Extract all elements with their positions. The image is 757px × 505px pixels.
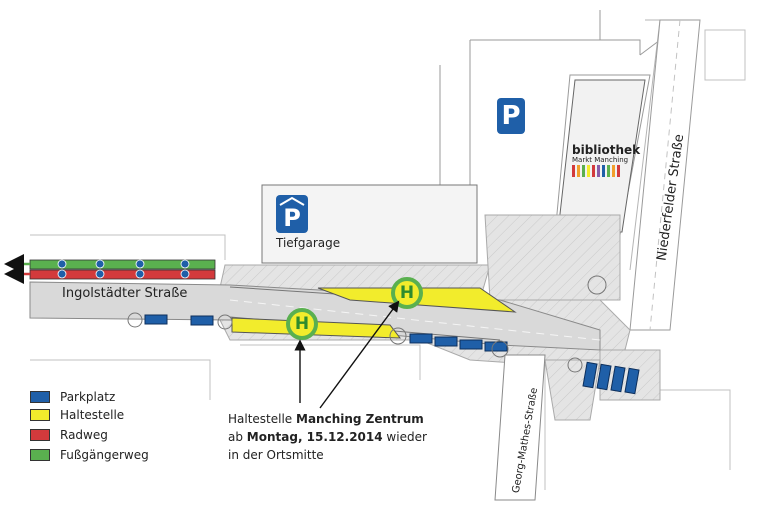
lane-symbols [57,259,190,279]
parking-sign-tiefgarage [276,195,308,233]
legend-swatch-radweg [30,429,50,441]
niederfelder-street [629,19,701,331]
georg-mathes-street [494,354,546,501]
annotation-prefix: Haltestelle [228,412,297,426]
bus-stop-h-icon-south: H [294,314,310,334]
ingolstaedter-street-label: Ingolstädter Straße [62,286,188,301]
annotation-line2-prefix: ab [228,430,247,444]
bibliothek-title: bibliothek [572,143,641,157]
bibliothek-logo-stripes [572,165,620,177]
annotation-line2-suffix: wieder [382,430,427,444]
legend-swatch-parkplatz [30,391,50,403]
annotation-date: Montag, 15.12.2014 [246,430,383,444]
legend-label-radweg: Radweg [60,428,108,442]
parking-sign-large [497,98,525,134]
tiefgarage-parking-icon: P [283,204,301,232]
annotation-text: Haltestelle Manching Zentrum ab Montag, … [228,410,427,464]
bus-stop-h-icon-north: H [399,283,415,303]
parking-icon: P [501,101,521,131]
legend-label-haltestelle: Haltestelle [60,408,125,422]
tiefgarage-label: Tiefgarage [276,236,341,250]
legend-item-radweg: Radweg [30,426,108,444]
annotation-stop-name: Manching Zentrum [296,412,424,426]
legend-item-haltestelle: Haltestelle [30,406,124,424]
parking-spaces [144,314,640,395]
annotation-line-1: Haltestelle Manching Zentrum [228,410,427,428]
bibliothek-building [557,79,646,233]
legend-label-parkplatz: Parkplatz [60,390,116,404]
legend-item-parkplatz: Parkplatz [30,388,115,406]
legend-label-fussgaengerweg: Fußgängerweg [60,448,149,462]
legend-swatch-haltestelle [30,409,50,421]
bus-stop-sign-north [391,277,423,309]
tiefgarage-roof-icon [279,196,305,206]
bus-stop-sign-south [286,308,318,340]
annotation-arrow-north [319,300,400,409]
bibliothek-subtitle: Markt Manching [572,156,629,164]
legend-swatch-fussgaengerweg [30,449,50,461]
trees [127,275,607,373]
annotation-line-2: ab Montag, 15.12.2014 wieder [228,428,427,446]
annotation-line-3: in der Ortsmitte [228,448,324,462]
legend-item-fussgaengerweg: Fußgängerweg [30,446,149,464]
